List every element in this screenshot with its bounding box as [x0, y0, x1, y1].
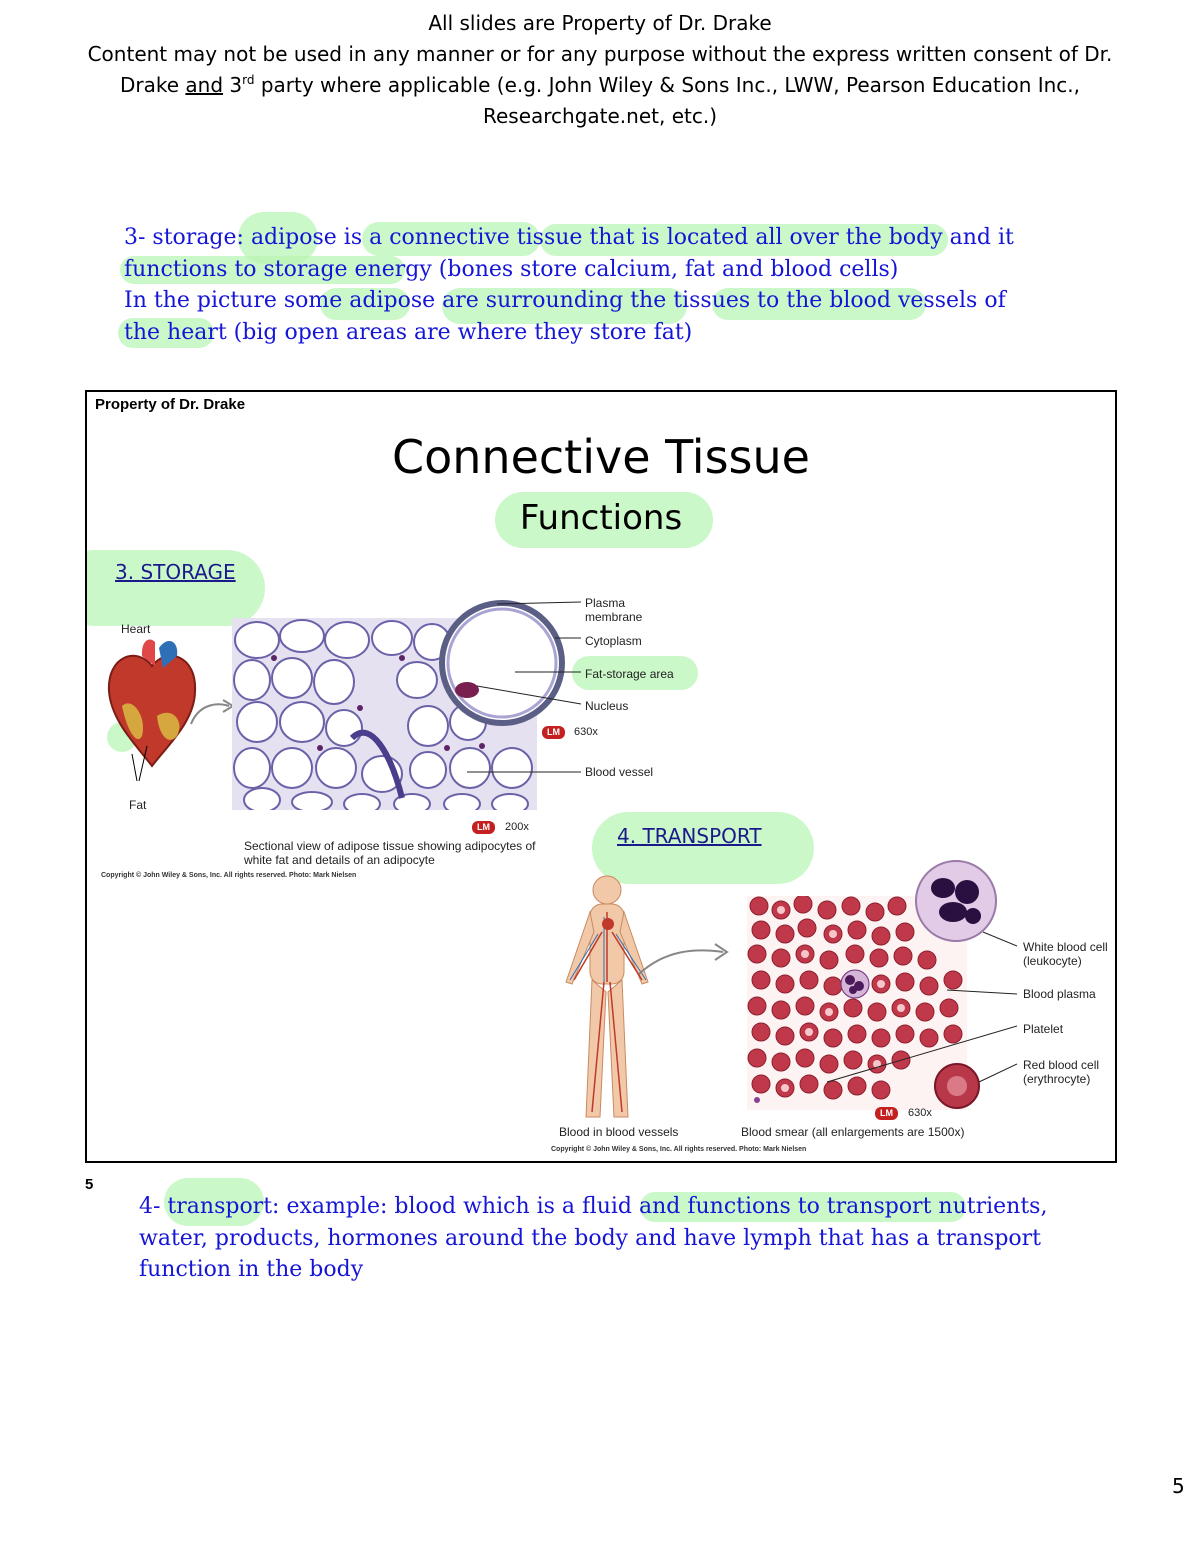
highlight-located-all-over: [540, 224, 948, 256]
note-transport-line-3: function in the body: [139, 1257, 364, 1282]
erythrocyte-label: (erythrocyte): [1023, 1072, 1091, 1086]
storage-leader-lines: [467, 601, 582, 773]
header-line-2: Content may not be used in any manner or…: [87, 42, 1113, 66]
lm-badge-630-transport: LM: [875, 1107, 898, 1120]
adipocyte-magnified-circle: [439, 600, 565, 726]
slide-number: 5: [85, 1176, 94, 1193]
transport-heading-link[interactable]: 4. TRANSPORT: [617, 824, 762, 848]
transport-arrow: [638, 943, 729, 975]
lm-badge-630-storage: LM: [542, 726, 565, 739]
cytoplasm-label: Cytoplasm: [585, 634, 642, 648]
highlight-connective-tissue: [362, 222, 540, 256]
note-storage-line-2: functions to storage energy (bones store…: [124, 256, 899, 282]
slide-subtitle: Functions: [519, 498, 683, 538]
blood-smear-micrograph: [747, 896, 967, 1110]
header-line-3-a: Drake: [119, 73, 186, 97]
note-storage-line-4: the heart (big open areas are where they…: [124, 319, 693, 345]
heart-label: Heart: [121, 622, 151, 636]
mag-630-transport: 630x: [908, 1107, 932, 1119]
mag-630-storage: 630x: [574, 726, 598, 738]
lm-badge-200: LM: [472, 821, 495, 834]
blood-in-vessels-caption: Blood in blood vessels: [559, 1125, 679, 1139]
heart-illustration: [107, 639, 197, 782]
page-number: 5: [1172, 1474, 1185, 1498]
platelet-label: Platelet: [1023, 1022, 1064, 1036]
slide-title: Connective Tissue: [392, 430, 810, 484]
header-line-1: All slides are Property of Dr. Drake: [428, 11, 772, 35]
highlight-storage: [87, 550, 265, 626]
header-line-3-sup: rd: [242, 73, 255, 87]
adipose-micrograph: [232, 618, 537, 810]
plasma-membrane-label: Plasma membrane: [585, 596, 643, 624]
header-line-3-c: party where applicable (e.g. John Wiley …: [254, 73, 1081, 97]
note-transport-line-1: 4- transport: example: blood which is a …: [139, 1194, 1048, 1219]
highlight-the-heart: [118, 318, 214, 348]
white-blood-cell-magnified: [915, 860, 997, 942]
white-blood-cell-label: White blood cell: [1023, 940, 1108, 954]
blood-vessel-label: Blood vessel: [585, 765, 654, 779]
document-header: All slides are Property of Dr. Drake Con…: [0, 8, 1200, 132]
header-line-3-b: 3: [223, 73, 243, 97]
highlight-transport: [592, 812, 814, 884]
note-transport: 4- transport: example: blood which is a …: [139, 1191, 1047, 1286]
mag-200: 200x: [505, 821, 529, 833]
header-line-3: Drake and 3rd party where applicable (e.…: [0, 70, 1200, 101]
leukocyte-label: (leukocyte): [1023, 954, 1082, 968]
note-storage-line-3: In the picture some adipose are surround…: [124, 288, 1006, 313]
note-storage-line-1: 3- storage: adipose is a connective tiss…: [124, 225, 1014, 250]
highlight-functions-transport: [640, 1192, 966, 1222]
note-transport-line-2: water, products, hormones around the bod…: [139, 1225, 1041, 1251]
transport-copyright: Copyright © John Wiley & Sons, Inc. All …: [551, 1146, 807, 1153]
highlight-transport-word: [164, 1178, 264, 1226]
highlight-blood-vessels: [712, 288, 926, 320]
storage-heading-link[interactable]: 3. STORAGE: [115, 560, 236, 584]
red-blood-cell-label: Red blood cell: [1023, 1058, 1100, 1072]
fat-storage-area-label: Fat-storage area: [585, 667, 674, 681]
adipose-caption-line-2: white fat and details of an adipocyte: [244, 853, 435, 867]
fat-label: Fat: [129, 798, 147, 812]
header-line-3-and: and: [185, 73, 224, 97]
highlight-surrounding: [442, 288, 687, 324]
storage-copyright: Copyright © John Wiley & Sons, Inc. All …: [101, 872, 357, 879]
highlight-functions: [495, 492, 713, 548]
slide-property-label: Property of Dr. Drake: [95, 396, 246, 413]
highlight-adipose: [238, 212, 318, 264]
adipose-caption-line-1: Sectional view of adipose tissue showing…: [244, 839, 536, 853]
header-line-4: Researchgate.net, etc.): [482, 104, 718, 128]
highlight-adipose-2: [320, 288, 410, 320]
blood-smear-caption: Blood smear (all enlargements are 1500x): [741, 1125, 965, 1139]
blood-plasma-label: Blood plasma: [1023, 987, 1096, 1001]
note-storage: 3- storage: adipose is a connective tiss…: [124, 222, 1014, 348]
nucleus-label: Nucleus: [585, 699, 629, 713]
highlight-fat-storage-area: [572, 656, 698, 690]
human-circulatory-illustration: [565, 875, 649, 1118]
storage-arrow: [190, 699, 235, 725]
transport-leader-lines: [826, 931, 1018, 1083]
highlight-functions-storage: [120, 256, 405, 284]
slide-frame: Property of Dr. Drake Connective Tissue …: [85, 390, 1117, 1163]
red-blood-cell-magnified: [934, 1063, 980, 1109]
